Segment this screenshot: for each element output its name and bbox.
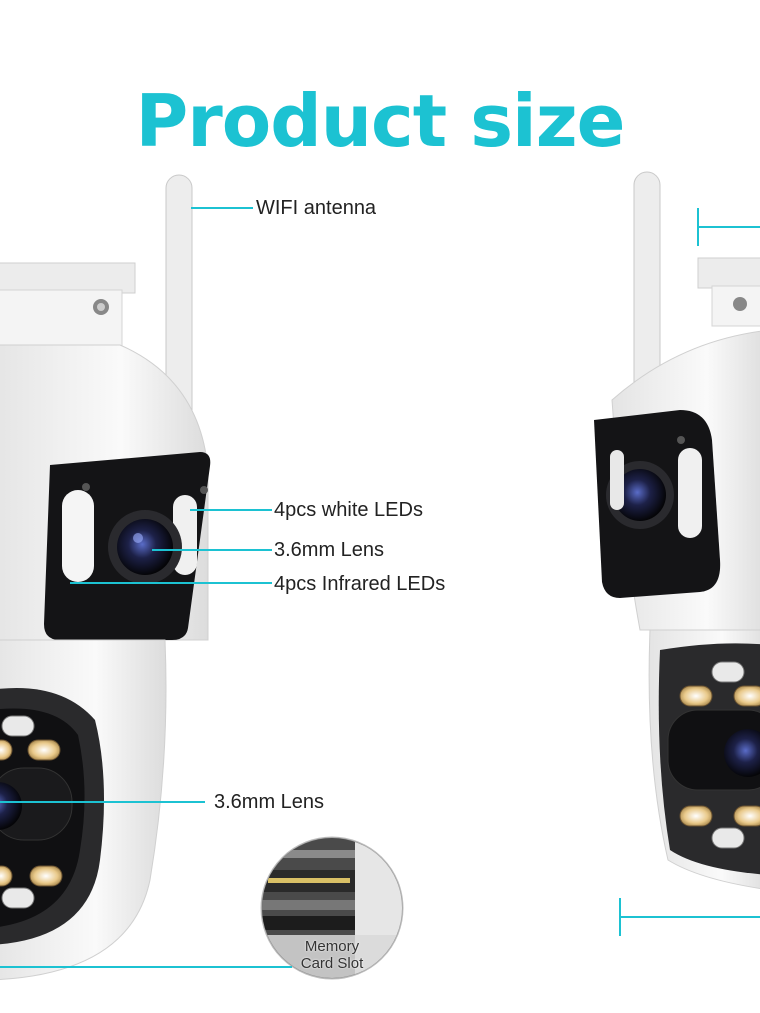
white-leds-leader [190,509,272,511]
white-led-strip-left [62,490,94,582]
lens-lower-leader [0,801,205,803]
infrared-leds-leader [70,582,272,584]
upper-lens [117,519,173,575]
wifi-antenna-right [633,171,661,398]
lens-upper-label: 3.6mm Lens [274,539,385,561]
memory-card-slot-inset [260,836,404,980]
right-camera [594,171,760,889]
left-camera [0,174,211,980]
lens-lower-label: 3.6mm Lens [214,791,325,813]
page-title: Product size [135,79,626,164]
white-leds-label: 4pcs white LEDs [274,499,423,521]
memory-card-slot-label: Memory Card Slot [282,938,382,972]
lower-lens [0,782,22,830]
height-dimension-line-bottom [619,916,760,918]
wifi-antenna-leader [191,207,253,209]
lens-upper-leader [152,549,272,551]
height-dimension-line-top [697,226,760,228]
memory-slot-leader [0,966,292,968]
memory-card-slot-line1: Memory [304,938,360,955]
memory-card-slot-line2: Card Slot [300,955,364,972]
infrared-leds-label: 4pcs Infrared LEDs [274,573,446,595]
wifi-antenna-label: WIFI antenna [256,197,377,219]
